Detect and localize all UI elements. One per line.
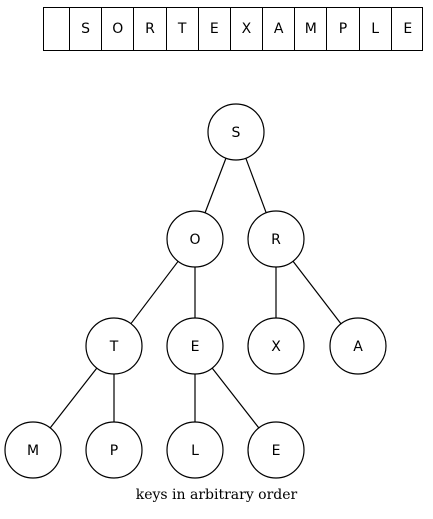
array-cell-8: M <box>295 8 328 50</box>
tree-node-7: A <box>329 317 387 375</box>
tree-node-label: S <box>232 125 241 141</box>
tree-node-label: E <box>191 339 200 355</box>
tree-node-1: S <box>207 103 265 161</box>
tree-node-label: X <box>271 339 281 355</box>
tree-node-8: M <box>4 421 62 479</box>
tree-node-label: L <box>191 443 199 459</box>
tree-node-circle <box>4 421 62 479</box>
array-cell-4: T <box>167 8 199 50</box>
array-cell-5: E <box>199 8 231 50</box>
tree-node-circle <box>247 210 305 268</box>
array-cell-2: O <box>102 8 135 50</box>
tree-edge-1-2 <box>204 157 227 214</box>
tree-node-circle <box>85 421 143 479</box>
heap-tree: S O R T E X A M P L E <box>4 103 387 479</box>
tree-node-2: O <box>166 210 224 268</box>
array-cell-6: X <box>231 8 264 50</box>
tree-edge-5-11 <box>211 367 260 429</box>
tree-node-circle <box>166 421 224 479</box>
array-cell-9: P <box>327 8 360 50</box>
tree-node-circle <box>85 317 143 375</box>
tree-node-circle <box>207 103 265 161</box>
tree-node-label: M <box>27 443 39 459</box>
array-cell-7: A <box>263 8 296 50</box>
tree-node-circle <box>166 317 224 375</box>
tree-edge-4-8 <box>49 367 98 429</box>
tree-node-10: L <box>166 421 224 479</box>
tree-node-label: T <box>109 339 119 355</box>
tree-node-6: X <box>247 317 305 375</box>
tree-node-5: E <box>166 317 224 375</box>
tree-edge-1-3 <box>245 158 267 213</box>
tree-edge-2-4 <box>130 260 179 325</box>
array-cell-10: L <box>360 8 392 50</box>
tree-node-label: R <box>271 232 281 248</box>
array-cell-1: S <box>70 8 103 50</box>
tree-node-label: P <box>110 443 118 459</box>
tree-node-circle <box>329 317 387 375</box>
tree-node-circle <box>247 317 305 375</box>
caption: keys in arbitrary order <box>135 487 298 503</box>
array-cell-3: R <box>134 8 167 50</box>
tree-node-label: O <box>189 232 200 248</box>
array-cell-11: E <box>403 21 413 37</box>
tree-node-circle <box>247 421 305 479</box>
tree-node-9: P <box>85 421 143 479</box>
tree-node-4: T <box>85 317 143 375</box>
tree-node-label: E <box>272 443 281 459</box>
tree-node-3: R <box>247 210 305 268</box>
array-cell-0 <box>44 8 70 50</box>
tree-node-circle <box>166 210 224 268</box>
tree-node-label: A <box>353 339 363 355</box>
tree-node-11: E <box>247 421 305 479</box>
tree-edge-3-7 <box>292 260 342 325</box>
